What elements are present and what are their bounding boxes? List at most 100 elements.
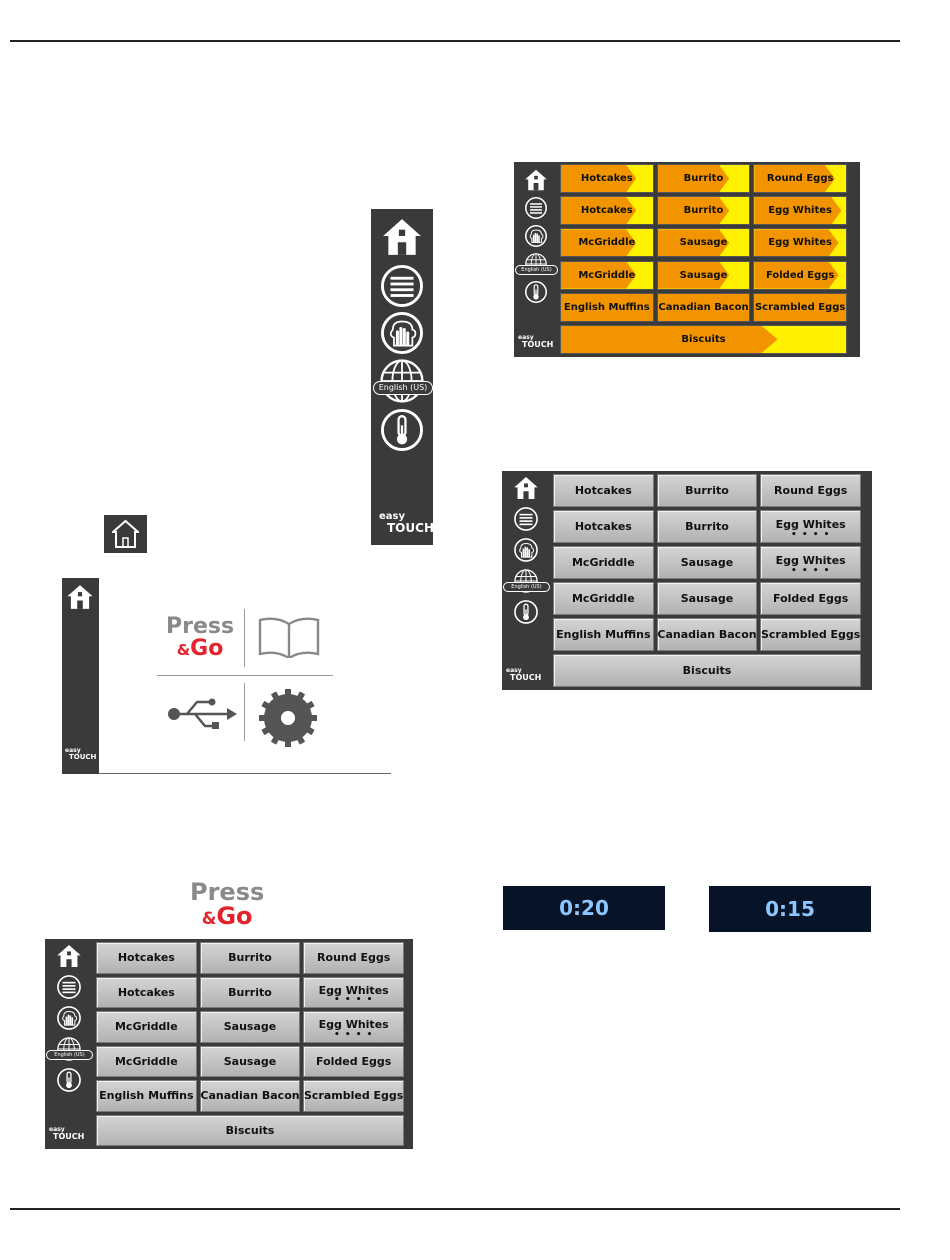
home-icon[interactable] xyxy=(524,168,548,192)
progress-fill xyxy=(754,229,838,256)
menu-item-hotcakes[interactable]: Hotcakes xyxy=(553,474,654,507)
menu-item-sausage[interactable]: Sausage xyxy=(656,582,758,615)
home-icon[interactable] xyxy=(66,583,94,611)
menu-item-egg-whites[interactable]: Egg Whites• • • • xyxy=(303,976,404,1008)
menu-item-mcgriddle[interactable]: McGriddle xyxy=(553,546,654,579)
cleaning-hand-icon[interactable] xyxy=(524,224,548,248)
menu-item-hotcakes[interactable]: Hotcakes xyxy=(96,942,197,974)
progress-fill xyxy=(658,262,729,289)
menu-item-burrito[interactable]: Burrito xyxy=(656,196,751,226)
menu-item-canadian-bacon[interactable]: Canadian Bacon xyxy=(656,292,751,322)
progress-fill xyxy=(657,293,750,321)
cleaning-hand-icon[interactable] xyxy=(56,1005,82,1031)
panel-bottom-line xyxy=(99,773,391,774)
menu-item-mcgriddle[interactable]: McGriddle xyxy=(96,1045,197,1077)
language-label[interactable]: English (US) xyxy=(373,381,433,395)
menu-item-label: Canadian Bacon xyxy=(200,1089,300,1103)
cleaning-hand-icon[interactable] xyxy=(513,537,539,563)
menu-list-icon[interactable] xyxy=(379,263,425,309)
home-icon[interactable] xyxy=(513,475,539,501)
menu-item-hotcakes[interactable]: Hotcakes xyxy=(560,164,654,194)
menu-item-egg-whites[interactable]: Egg Whites• • • • xyxy=(760,546,861,579)
menu-item-canadian-bacon[interactable]: Canadian Bacon xyxy=(656,618,758,651)
menu-item-label: Folded Eggs xyxy=(316,1054,392,1068)
thermometer-icon[interactable] xyxy=(379,407,425,453)
home-icon[interactable] xyxy=(381,215,423,259)
menu-item-scrambled-eggs[interactable]: Scrambled Eggs xyxy=(760,618,861,651)
menu-item-hotcakes[interactable]: Hotcakes xyxy=(553,510,654,543)
thermometer-icon[interactable] xyxy=(56,1067,82,1093)
menu-item-round-eggs[interactable]: Round Eggs xyxy=(760,474,861,507)
menu-item-burrito[interactable]: Burrito xyxy=(656,164,751,194)
menu-item-burrito[interactable]: Burrito xyxy=(199,942,301,974)
menu-item-biscuits[interactable]: Biscuits xyxy=(553,654,861,687)
menu-item-label: Egg Whites xyxy=(775,554,846,567)
menu-item-label: Burrito xyxy=(228,951,272,965)
menu-item-canadian-bacon[interactable]: Canadian Bacon xyxy=(199,1080,301,1112)
menu-item-label: Folded Eggs xyxy=(773,592,849,605)
menu-item-folded-eggs[interactable]: Folded Eggs xyxy=(753,260,847,290)
menu-item-label: Sausage xyxy=(223,1054,277,1068)
cleaning-hand-icon[interactable] xyxy=(379,310,425,356)
language-label[interactable]: English (US) xyxy=(503,582,550,593)
language-label[interactable]: English (US) xyxy=(515,265,558,276)
menu-item-egg-whites[interactable]: Egg Whites xyxy=(753,196,847,226)
menu-item-egg-whites[interactable]: Egg Whites xyxy=(753,228,847,258)
gear-icon[interactable] xyxy=(258,688,318,748)
menu-item-mcgriddle[interactable]: McGriddle xyxy=(560,260,654,290)
menu-item-english-muffins[interactable]: English Muffins xyxy=(96,1080,197,1112)
language-label[interactable]: English (US) xyxy=(46,1050,93,1061)
menu-item-label: McGriddle xyxy=(571,556,635,569)
menu-item-biscuits[interactable]: Biscuits xyxy=(560,324,847,354)
menu-item-sausage[interactable]: Sausage xyxy=(656,546,758,579)
menu-item-label: McGriddle xyxy=(578,269,636,281)
menu-item-english-muffins[interactable]: English Muffins xyxy=(560,292,654,322)
open-book-icon[interactable] xyxy=(258,616,320,658)
menu-item-scrambled-eggs[interactable]: Scrambled Eggs xyxy=(303,1080,404,1112)
thermometer-icon[interactable] xyxy=(513,599,539,625)
menu-item-sausage[interactable]: Sausage xyxy=(199,1011,301,1043)
home-icon xyxy=(112,519,139,548)
progress-fill xyxy=(561,197,636,224)
menu-item-label: Hotcakes xyxy=(117,985,175,999)
menu-item-sausage[interactable]: Sausage xyxy=(656,260,751,290)
menu-item-biscuits[interactable]: Biscuits xyxy=(96,1114,404,1146)
home-button-small[interactable] xyxy=(104,515,147,553)
usb-icon[interactable] xyxy=(167,696,237,732)
menu-list-icon[interactable] xyxy=(524,196,548,220)
menu-item-round-eggs[interactable]: Round Eggs xyxy=(753,164,847,194)
menu-item-mcgriddle[interactable]: McGriddle xyxy=(553,582,654,615)
menu-item-hotcakes[interactable]: Hotcakes xyxy=(96,976,197,1008)
menu-item-egg-whites[interactable]: Egg Whites• • • • xyxy=(760,510,861,543)
menu-item-egg-whites[interactable]: Egg Whites• • • • xyxy=(303,1011,404,1043)
menu-item-scrambled-eggs[interactable]: Scrambled Eggs xyxy=(753,292,847,322)
press-and-go-button[interactable]: Press &Go xyxy=(166,614,235,661)
menu-item-label: McGriddle xyxy=(571,592,635,605)
menu-item-label: Biscuits xyxy=(681,333,726,345)
menu-item-round-eggs[interactable]: Round Eggs xyxy=(303,942,404,974)
home-icon[interactable] xyxy=(56,943,82,969)
menu-item-burrito[interactable]: Burrito xyxy=(656,510,758,543)
menu-item-sausage[interactable]: Sausage xyxy=(199,1045,301,1077)
menu-item-folded-eggs[interactable]: Folded Eggs xyxy=(303,1045,404,1077)
menu-item-mcgriddle[interactable]: McGriddle xyxy=(96,1011,197,1043)
menu-list-icon[interactable] xyxy=(56,974,82,1000)
progress-fill xyxy=(561,165,636,192)
progress-fill xyxy=(754,262,838,289)
menu-item-burrito[interactable]: Burrito xyxy=(656,474,758,507)
menu-item-hotcakes[interactable]: Hotcakes xyxy=(560,196,654,226)
menu-item-burrito[interactable]: Burrito xyxy=(199,976,301,1008)
menu-item-english-muffins[interactable]: English Muffins xyxy=(553,618,654,651)
menu-item-sausage[interactable]: Sausage xyxy=(656,228,751,258)
menu-item-label: Egg Whites xyxy=(768,237,833,249)
menu-item-label: Burrito xyxy=(683,173,724,185)
menu-item-folded-eggs[interactable]: Folded Eggs xyxy=(760,582,861,615)
menu-item-mcgriddle[interactable]: McGriddle xyxy=(560,228,654,258)
menu-item-label: English Muffins xyxy=(99,1089,194,1103)
menu-list-icon[interactable] xyxy=(513,506,539,532)
home-panel-sidebar: easy TOUCH xyxy=(62,578,99,774)
thermometer-icon[interactable] xyxy=(524,280,548,304)
menu-item-label: Folded Eggs xyxy=(765,269,835,281)
